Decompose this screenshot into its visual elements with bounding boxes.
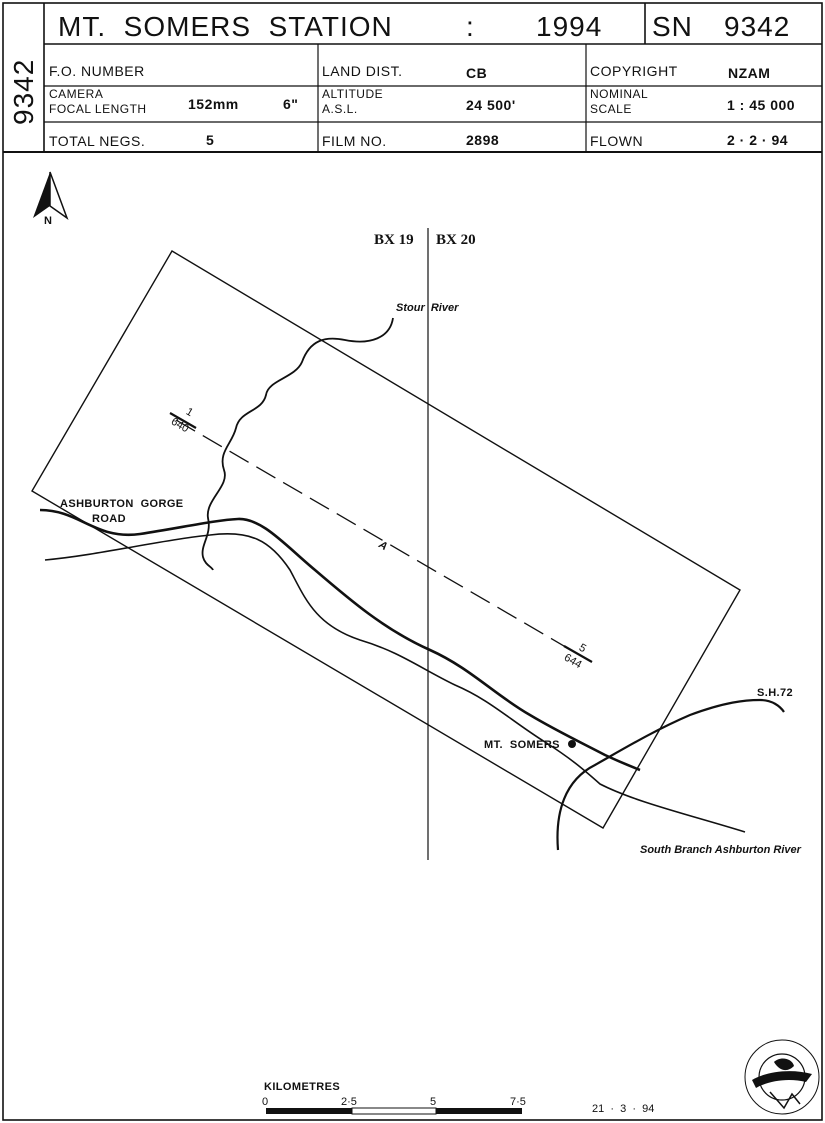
- sn-label: SN: [652, 11, 693, 42]
- scalebar-tick-3: 7·5: [510, 1096, 526, 1108]
- film-no-label: FILM NO.: [322, 133, 387, 149]
- road-label-line-2: ROAD: [92, 513, 126, 525]
- scalebar: [266, 1107, 522, 1115]
- south-branch-ashburton-river: [44, 533, 746, 833]
- focal-in-value: 6": [283, 96, 298, 112]
- fo-number-label: F.O. NUMBER: [49, 63, 145, 79]
- run-end-neg: 5: [577, 642, 588, 655]
- camera-label: CAMERA: [49, 87, 103, 101]
- run-start-frame: 640: [169, 416, 191, 436]
- focal-mm-value: 152mm: [188, 96, 239, 112]
- flight-run-line: [175, 419, 589, 661]
- north-arrow-icon: [33, 171, 69, 221]
- copyright-label: COPYRIGHT: [590, 63, 678, 79]
- flown-value: 2 · 2 · 94: [727, 132, 788, 148]
- ashburton-gorge-road: [39, 508, 641, 772]
- nz-aerial-mapping-logo: [744, 1039, 820, 1115]
- road-label-line-1: ASHBURTON GORGE: [60, 498, 184, 510]
- land-dist-value: CB: [466, 65, 487, 81]
- diagram-date: 21 · 3 · 94: [592, 1103, 654, 1115]
- focal-length-label: FOCAL LENGTH: [49, 102, 147, 116]
- copyright-value: NZAM: [728, 65, 770, 81]
- town-label: MT. SOMERS: [484, 739, 560, 751]
- scalebar-tick-2: 5: [430, 1096, 436, 1108]
- title-separator: :: [466, 11, 475, 42]
- river-north-label: Stour River: [396, 302, 459, 314]
- total-negs-value: 5: [206, 132, 214, 148]
- sheet-label-right: BX 20: [436, 232, 476, 248]
- river-south-label: South Branch Ashburton River: [640, 844, 802, 856]
- sheet-label-left: BX 19: [374, 232, 414, 248]
- flown-label: FLOWN: [590, 133, 643, 149]
- run-end-tick: [563, 645, 593, 663]
- north-label: N: [44, 215, 52, 227]
- sn-value: 9342: [724, 11, 790, 42]
- stour-river: [201, 317, 394, 571]
- highway-label: S.H.72: [757, 687, 793, 699]
- scalebar-title: KILOMETRES: [264, 1081, 340, 1093]
- mt-somers-town-marker: [568, 740, 576, 748]
- page-title: MT. SOMERS STATION: [58, 11, 393, 42]
- run-label: A: [376, 538, 390, 553]
- run-start-neg: 1: [184, 406, 195, 419]
- scale-value: 1 : 45 000: [727, 97, 795, 113]
- title-year: 1994: [536, 11, 602, 42]
- scalebar-tick-1: 2·5: [341, 1096, 357, 1108]
- photo-coverage-area: [31, 250, 741, 829]
- altitude-value: 24 500': [466, 97, 516, 113]
- run-start-tick: [169, 412, 197, 429]
- asl-label: A.S.L.: [322, 102, 358, 116]
- total-negs-label: TOTAL NEGS.: [49, 133, 145, 149]
- land-dist-label: LAND DIST.: [322, 63, 402, 79]
- state-highway-72: [556, 698, 785, 851]
- altitude-label: ALTITUDE: [322, 87, 383, 101]
- scalebar-tick-0: 0: [262, 1096, 268, 1108]
- side-code: 9342: [8, 59, 39, 125]
- film-no-value: 2898: [466, 132, 499, 148]
- scale-label: SCALE: [590, 102, 632, 116]
- nominal-label: NOMINAL: [590, 87, 648, 101]
